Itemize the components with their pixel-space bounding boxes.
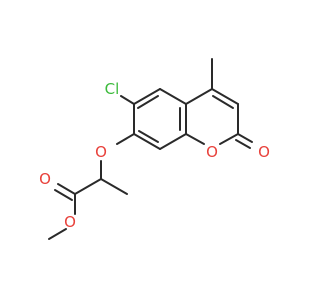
bond-ester-c-o-b	[54, 189, 73, 201]
bond-ch-ester-c	[74, 178, 102, 195]
bond-c6-cl	[120, 95, 135, 105]
bond-ch-methyl	[100, 178, 128, 195]
bond-c7-c8	[133, 133, 161, 150]
bond-c2-o1	[219, 133, 239, 145]
bond-c2-carbonyl-a	[237, 133, 253, 143]
bond-o-methyl	[48, 228, 67, 240]
bond-c4a-c4	[185, 88, 213, 105]
bond-c7-c8-inner	[138, 130, 159, 143]
molecule-canvas: Cl O O O O O	[39, 58, 270, 240]
bond-c5-c6	[133, 88, 161, 105]
atom-label-ester-carbonyl-oxygen: O	[39, 170, 51, 188]
atom-label-ether-oxygen: O	[95, 143, 107, 161]
bond-c4a-c5	[159, 88, 187, 105]
bond-c7-o	[116, 133, 135, 145]
atom-label-lactone-carbonyl-oxygen: O	[258, 143, 270, 161]
bond-o1-c8a	[185, 133, 205, 145]
bond-c2-carbonyl-b	[235, 139, 251, 149]
atom-label-layer: Cl O O O O O	[39, 80, 270, 231]
structure-diagram: Cl O O O O O	[39, 58, 270, 240]
bond-c5-c6-inner	[137, 95, 159, 109]
atom-label-ester-oxygen: O	[64, 213, 76, 231]
atom-label-ring-oxygen: O	[206, 143, 218, 161]
atom-label-chlorine: Cl	[105, 80, 120, 98]
bond-c8-c8a	[159, 133, 187, 150]
bond-c4-c3	[211, 88, 239, 105]
bond-c4-c3-inner	[212, 95, 234, 109]
bond-layer	[48, 58, 253, 240]
bond-ester-c-o-a	[57, 183, 76, 195]
